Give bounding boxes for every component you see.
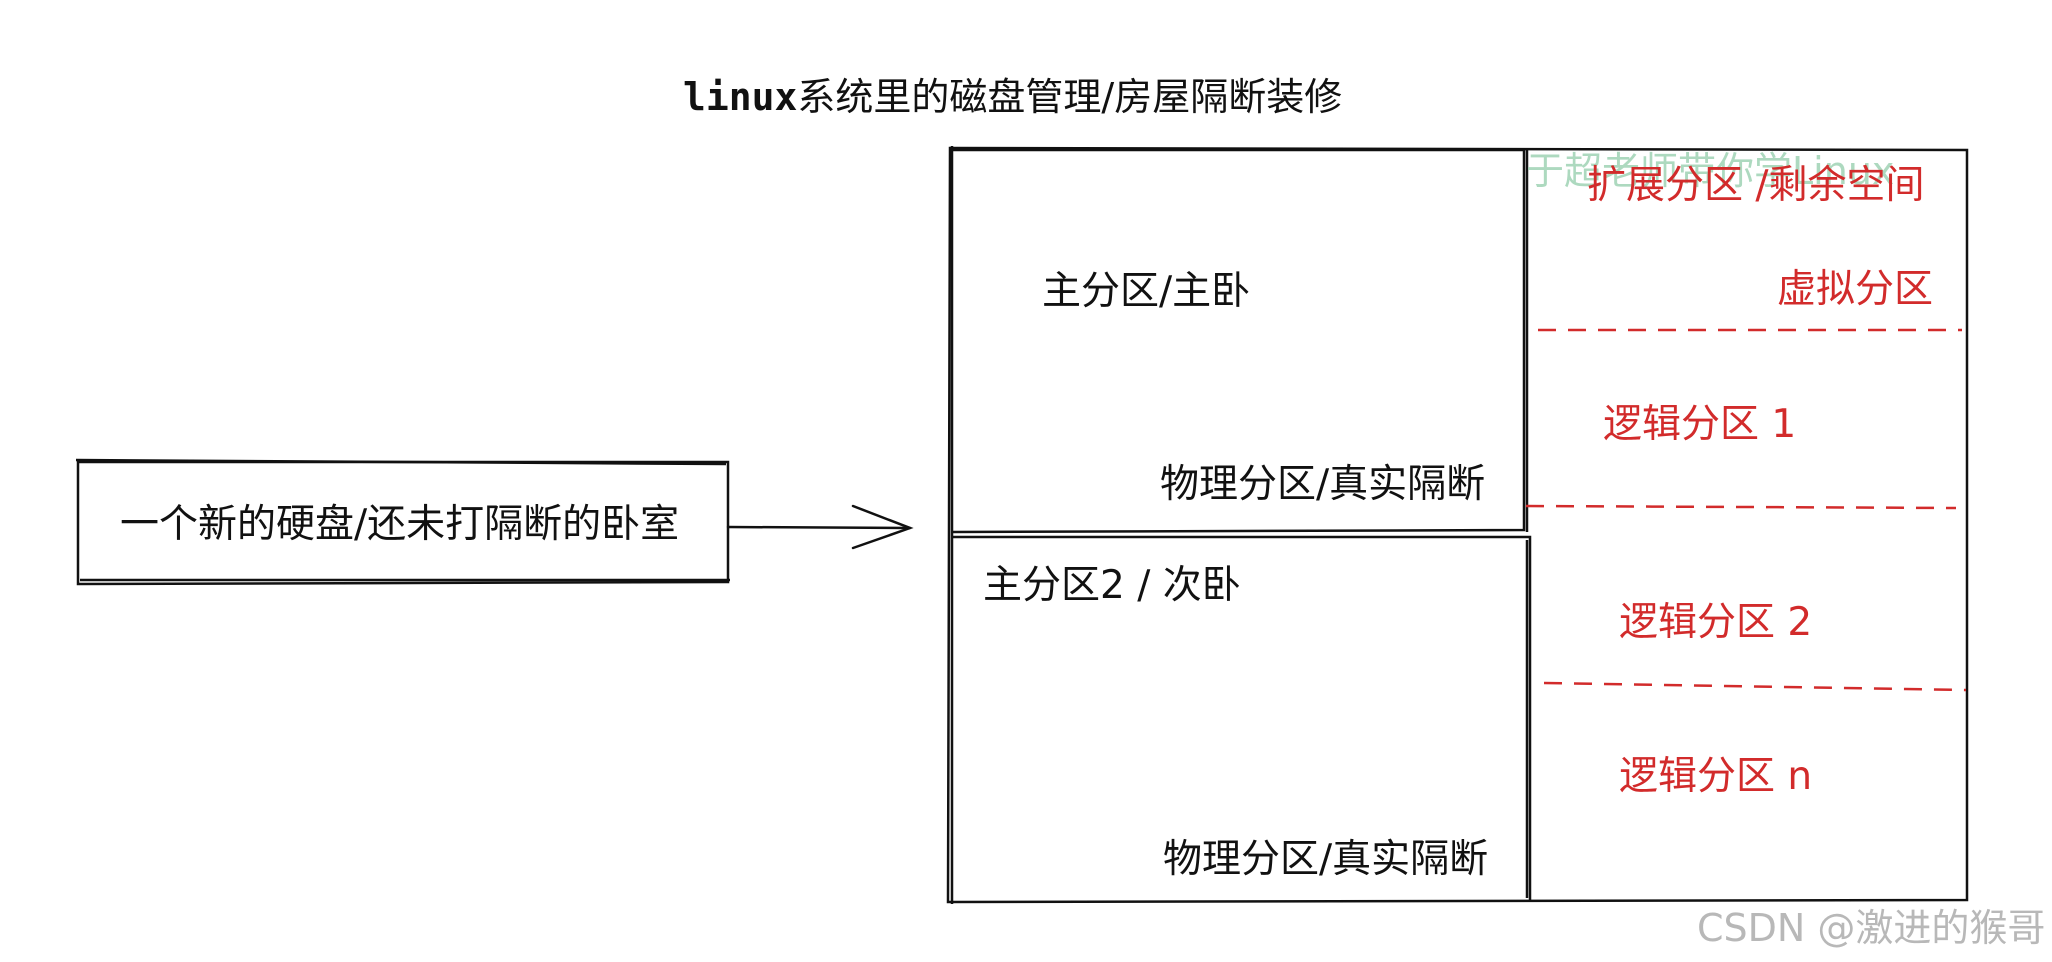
primary-partition-2-outline [952, 535, 1532, 900]
logical-partition-n: 逻辑分区 n [1619, 754, 1813, 799]
watermark-text: 于超老师带你学Linux [1526, 149, 1895, 193]
credit-text: CSDN @激进的猴哥 [1697, 906, 2046, 950]
logical-dividers [1525, 328, 1967, 692]
logical-partition-1: 逻辑分区 1 [1603, 402, 1797, 447]
source-box-outline [75, 458, 730, 586]
logical-partition-2: 逻辑分区 2 [1619, 600, 1813, 645]
title-prefix: linux [683, 75, 798, 119]
primary-partition-1-name: 主分区/主卧 [1042, 269, 1251, 314]
arrow [726, 504, 914, 550]
title-rest: 系统里的磁盘管理/房屋隔断装修 [797, 75, 1343, 119]
primary-partition-2-name: 主分区2 / 次卧 [983, 563, 1241, 608]
extended-partition-title: 扩展分区 /剩余空间 [1587, 163, 1925, 208]
primary-partition-2-note: 物理分区/真实隔断 [1163, 837, 1489, 882]
disk-outline [946, 146, 1969, 904]
extended-partition-subtitle: 虚拟分区 [1777, 267, 1934, 312]
primary-partition-1-note: 物理分区/真实隔断 [1160, 462, 1486, 507]
primary-partition-1-outline [951, 148, 1529, 534]
source-box-label: 一个新的硬盘/还未打隔断的卧室 [120, 502, 680, 547]
page-title: linux系统里的磁盘管理/房屋隔断装修 [683, 78, 1342, 116]
